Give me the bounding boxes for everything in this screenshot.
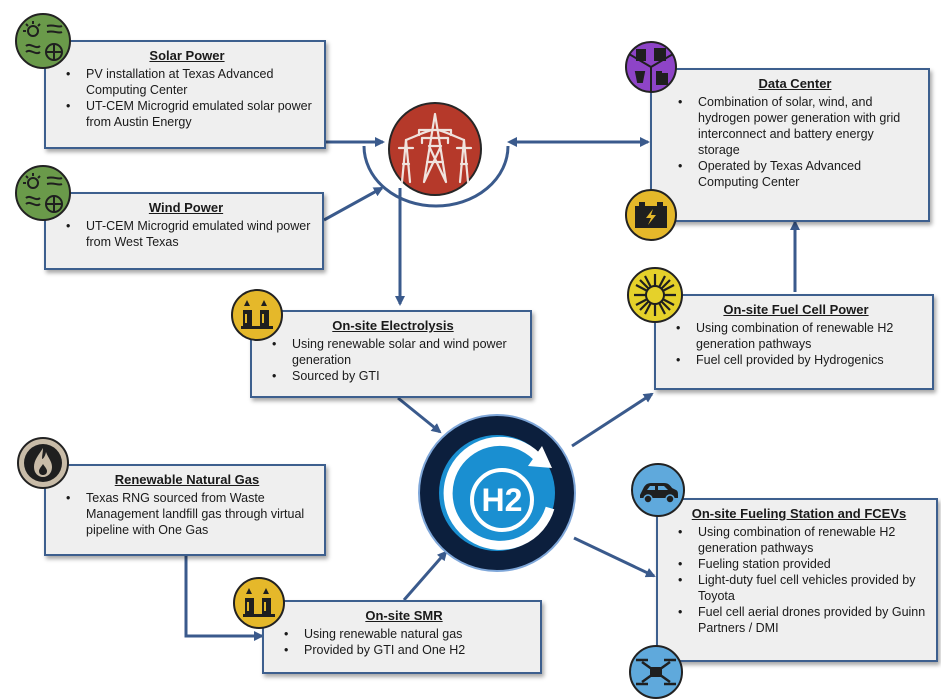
list-item: Operated by Texas Advanced Computing Cen… (678, 158, 918, 190)
lab-equipment-icon (625, 41, 677, 93)
drone-icon (629, 645, 683, 699)
fuel-cell-title: On-site Fuel Cell Power (723, 302, 869, 317)
list-item: UT-CEM Microgrid emulated wind power fro… (66, 218, 312, 250)
arrow-rng-to-smr (184, 556, 264, 641)
fuel-cell-icon (627, 267, 683, 323)
grid-cradle-arc (362, 145, 510, 208)
h2-label: H2 (482, 482, 523, 518)
fuel-cell-box: On-site Fuel Cell Power Using combinatio… (654, 294, 934, 390)
list-item: PV installation at Texas Advanced Comput… (66, 66, 314, 98)
fueling-station-title: On-site Fueling Station and FCEVs (691, 506, 907, 521)
fuel-cell-bullets: Using combination of renewable H2 genera… (670, 320, 922, 368)
hydrogen-icon: H2 (418, 414, 576, 572)
wind-power-box: Wind Power UT-CEM Microgrid emulated win… (44, 192, 324, 270)
wind-power-title: Wind Power (148, 200, 224, 215)
smr-bullets: Using renewable natural gas Provided by … (278, 626, 530, 658)
electrolyzer-icon (233, 577, 285, 629)
list-item: Provided by GTI and One H2 (284, 642, 530, 658)
list-item: Light-duty fuel cell vehicles provided b… (678, 572, 926, 604)
electrolyzer-icon (231, 289, 283, 341)
arrow-h2-to-fueling (573, 536, 656, 578)
solar-power-title: Solar Power (149, 48, 225, 63)
solar-power-box: Solar Power PV installation at Texas Adv… (44, 40, 326, 149)
list-item: Fueling station provided (678, 556, 926, 572)
electrolysis-box: On-site Electrolysis Using renewable sol… (250, 310, 532, 398)
arrow-h2-to-fuelcell (571, 392, 654, 448)
arrow-wind-to-grid (323, 186, 384, 222)
list-item: Sourced by GTI (272, 368, 520, 384)
data-center-box: Data Center Combination of solar, wind, … (650, 68, 930, 222)
renewable-energy-icon (15, 165, 71, 221)
smr-box: On-site SMR Using renewable natural gas … (262, 600, 542, 674)
list-item: Using renewable solar and wind power gen… (272, 336, 520, 368)
rng-box: Renewable Natural Gas Texas RNG sourced … (44, 464, 326, 556)
list-item: Combination of solar, wind, and hydrogen… (678, 94, 918, 158)
data-center-bullets: Combination of solar, wind, and hydrogen… (672, 94, 918, 190)
car-icon (631, 463, 685, 517)
power-tower-icon (388, 102, 482, 196)
renewable-energy-icon (15, 13, 71, 69)
list-item: Texas RNG sourced from Waste Management … (66, 490, 314, 538)
solar-power-bullets: PV installation at Texas Advanced Comput… (60, 66, 314, 130)
list-item: Using renewable natural gas (284, 626, 530, 642)
fueling-station-bullets: Using combination of renewable H2 genera… (672, 524, 926, 636)
list-item: Fuel cell provided by Hydrogenics (676, 352, 922, 368)
arrow-electrolysis-to-h2 (397, 396, 442, 434)
flame-icon (17, 437, 69, 489)
battery-icon (625, 189, 677, 241)
rng-bullets: Texas RNG sourced from Waste Management … (60, 490, 314, 538)
fueling-station-box: On-site Fueling Station and FCEVs Using … (656, 498, 938, 662)
electrolysis-title: On-site Electrolysis (332, 318, 454, 333)
list-item: Using combination of renewable H2 genera… (678, 524, 926, 556)
list-item: UT-CEM Microgrid emulated solar power fr… (66, 98, 314, 130)
arrow-smr-to-h2 (402, 550, 448, 601)
data-center-title: Data Center (758, 76, 832, 91)
rng-title: Renewable Natural Gas (114, 472, 260, 487)
list-item: Using combination of renewable H2 genera… (676, 320, 922, 352)
list-item: Fuel cell aerial drones provided by Guin… (678, 604, 926, 636)
wind-power-bullets: UT-CEM Microgrid emulated wind power fro… (60, 218, 312, 250)
electrolysis-bullets: Using renewable solar and wind power gen… (266, 336, 520, 384)
smr-title: On-site SMR (365, 608, 443, 623)
